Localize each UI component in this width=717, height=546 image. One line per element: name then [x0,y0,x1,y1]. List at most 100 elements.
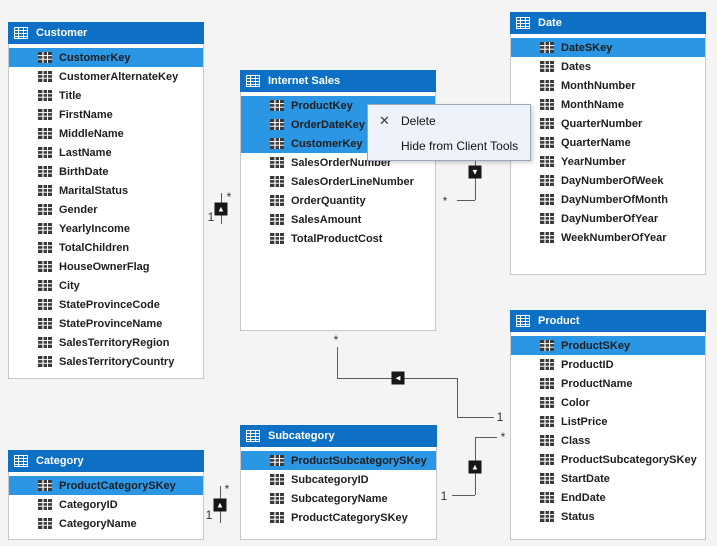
table-header-subcategory[interactable]: Subcategory [240,425,437,447]
field-row-CategoryName[interactable]: CategoryName [9,514,203,533]
field-row-CustomerKey[interactable]: CustomerKey [9,48,203,67]
field-row-StateProvinceName[interactable]: StateProvinceName [9,314,203,333]
field-row-SubcategoryID[interactable]: SubcategoryID [241,470,436,489]
field-name: QuarterNumber [561,117,643,130]
field-row-MonthNumber[interactable]: MonthNumber [511,76,705,95]
field-row-ProductSubcategorySKey[interactable]: ProductSubcategorySKey [241,451,436,470]
table-body: ProductSKey ProductID ProductName Color [510,332,706,540]
column-grid-icon [540,80,554,91]
field-row-DayNumberOfYear[interactable]: DayNumberOfYear [511,209,705,228]
relationship-line-subcategory-product[interactable] [452,495,475,496]
field-row-Gender[interactable]: Gender [9,200,203,219]
table-body: DateSKey Dates MonthNumber MonthName [510,34,706,275]
field-name: ProductKey [291,99,353,112]
table-header-customer[interactable]: Customer [8,22,204,44]
field-row-ProductSKey[interactable]: ProductSKey [511,336,705,355]
field-row-Status[interactable]: Status [511,507,705,526]
field-name: City [59,279,80,292]
field-row-CategoryID[interactable]: CategoryID [9,495,203,514]
field-row-MiddleName[interactable]: MiddleName [9,124,203,143]
field-row-SalesAmount[interactable]: SalesAmount [241,210,435,229]
field-row-SubcategoryName[interactable]: SubcategoryName [241,489,436,508]
field-row-MaritalStatus[interactable]: MaritalStatus [9,181,203,200]
field-row-SalesTerritoryCountry[interactable]: SalesTerritoryCountry [9,352,203,371]
table-header-product[interactable]: Product [510,310,706,332]
field-row-TotalChildren[interactable]: TotalChildren [9,238,203,257]
relationship-line-internet-sales-date[interactable] [457,200,475,201]
field-name: ProductName [561,377,633,390]
table-grid-icon [14,27,28,39]
field-row-QuarterName[interactable]: QuarterName [511,133,705,152]
relationship-arrow-left-icon[interactable]: ◄ [391,371,405,385]
field-row-ProductID[interactable]: ProductID [511,355,705,374]
table-body: ProductSubcategorySKey SubcategoryID Sub… [240,447,437,540]
field-row-Dates[interactable]: Dates [511,57,705,76]
field-row-EndDate[interactable]: EndDate [511,488,705,507]
relationship-line-internet-sales-date[interactable] [475,160,476,200]
field-row-StartDate[interactable]: StartDate [511,469,705,488]
field-row-MonthName[interactable]: MonthName [511,95,705,114]
table-header-date[interactable]: Date [510,12,706,34]
field-name: DateSKey [561,41,613,54]
table-body: ProductKey OrderDateKey CustomerKey Sale… [240,92,436,331]
field-row-BirthDate[interactable]: BirthDate [9,162,203,181]
field-row-YearlyIncome[interactable]: YearlyIncome [9,219,203,238]
column-grid-icon [270,474,284,485]
cardinality-label: * [333,333,339,347]
column-grid-icon [270,138,284,149]
field-row-WeekNumberOfYear[interactable]: WeekNumberOfYear [511,228,705,247]
field-row-ProductSubcategorySKey[interactable]: ProductSubcategorySKey [511,450,705,469]
column-grid-icon [540,61,554,72]
field-row-LastName[interactable]: LastName [9,143,203,162]
relationship-line-internet-sales-product[interactable] [457,417,494,418]
column-grid-icon [270,157,284,168]
field-row-DayNumberOfWeek[interactable]: DayNumberOfWeek [511,171,705,190]
column-grid-icon [270,119,284,130]
field-row-ProductCategorySKey[interactable]: ProductCategorySKey [241,508,436,527]
field-row-ProductName[interactable]: ProductName [511,374,705,393]
field-row-FirstName[interactable]: FirstName [9,105,203,124]
relationship-line-internet-sales-product[interactable] [457,378,458,417]
column-grid-icon [540,416,554,427]
field-row-DayNumberOfMonth[interactable]: DayNumberOfMonth [511,190,705,209]
field-row-Title[interactable]: Title [9,86,203,105]
field-row-CustomerAlternateKey[interactable]: CustomerAlternateKey [9,67,203,86]
field-row-City[interactable]: City [9,276,203,295]
column-grid-icon [540,340,554,351]
column-grid-icon [38,480,52,491]
field-row-SalesOrderLineNumber[interactable]: SalesOrderLineNumber [241,172,435,191]
field-row-DateSKey[interactable]: DateSKey [511,38,705,57]
column-grid-icon [540,156,554,167]
table-product: Product ProductSKey ProductID Product [510,310,706,540]
relationship-line-subcategory-product[interactable] [475,437,497,438]
field-name: WeekNumberOfYear [561,231,667,244]
field-row-SalesTerritoryRegion[interactable]: SalesTerritoryRegion [9,333,203,352]
field-row-HouseOwnerFlag[interactable]: HouseOwnerFlag [9,257,203,276]
column-grid-icon [270,493,284,504]
relationship-arrow-up-icon[interactable]: ▲ [214,202,228,216]
field-name: StateProvinceName [59,317,163,330]
field-row-OrderQuantity[interactable]: OrderQuantity [241,191,435,210]
field-row-YearNumber[interactable]: YearNumber [511,152,705,171]
field-name: CustomerKey [59,51,131,64]
relationship-arrow-up-icon[interactable]: ▲ [468,460,482,474]
field-row-Class[interactable]: Class [511,431,705,450]
field-row-ListPrice[interactable]: ListPrice [511,412,705,431]
relationship-arrow-up-icon[interactable]: ▲ [213,498,227,512]
field-name: Color [561,396,590,409]
table-header-internet-sales[interactable]: Internet Sales [240,70,436,92]
field-row-Color[interactable]: Color [511,393,705,412]
relationship-arrow-down-icon[interactable]: ▼ [468,165,482,179]
field-row-StateProvinceCode[interactable]: StateProvinceCode [9,295,203,314]
field-row-QuarterNumber[interactable]: QuarterNumber [511,114,705,133]
field-name: OrderDateKey [291,118,365,131]
relationship-line-internet-sales-product[interactable] [337,347,338,378]
menu-item-delete[interactable]: ✕ Delete [368,108,530,133]
column-grid-icon [540,454,554,465]
field-row-SalesOrderNumber[interactable]: SalesOrderNumber [241,153,435,172]
field-row-TotalProductCost[interactable]: TotalProductCost [241,229,435,248]
field-name: SubcategoryName [291,492,388,505]
field-row-ProductCategorySKey[interactable]: ProductCategorySKey [9,476,203,495]
menu-item-hide-from-client-tools[interactable]: Hide from Client Tools [368,133,530,158]
table-header-category[interactable]: Category [8,450,204,472]
